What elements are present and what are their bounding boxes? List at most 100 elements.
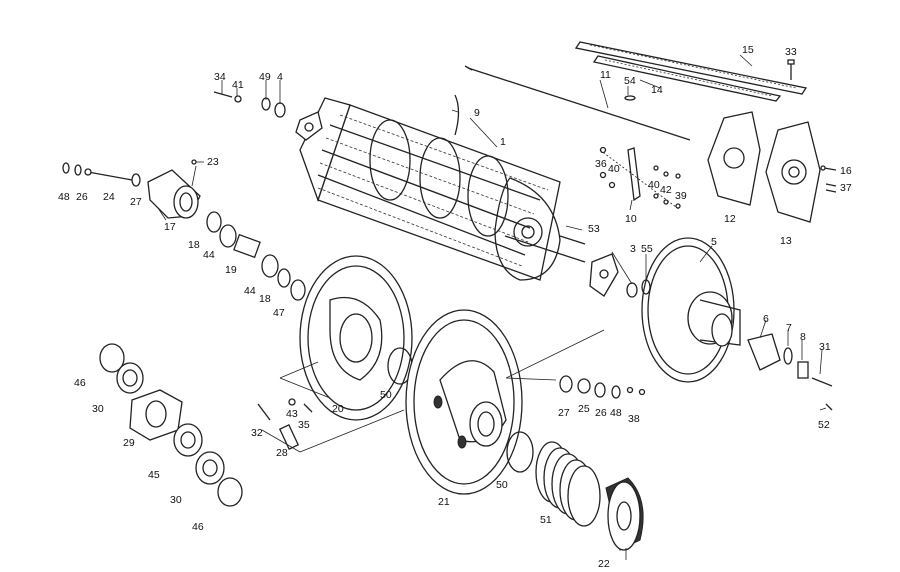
part-washer-49-4 [261,97,286,118]
label-10: 10 [625,213,637,225]
label-26a: 26 [76,191,88,203]
part-plate-13 [765,121,821,223]
label-21: 21 [438,496,450,508]
part-pin-23 [191,159,197,165]
part-drum-1 [299,97,586,281]
label-13: 13 [780,235,792,247]
part-cylinder-22 [605,477,644,551]
label-36: 36 [595,158,607,170]
label-48a: 48 [58,191,70,203]
label-26b: 26 [595,407,607,419]
label-42: 42 [660,184,672,196]
callout-labels: 1 3 4 5 6 7 8 9 10 11 12 13 14 15 16 17 … [58,44,852,570]
label-17: 17 [164,221,176,233]
label-1: 1 [500,136,506,148]
part-strip-14 [592,55,782,102]
part-spring-51 [535,441,601,527]
label-46a: 46 [74,377,86,389]
label-18b: 18 [259,293,271,305]
label-9: 9 [474,107,480,119]
label-27a: 27 [130,196,142,208]
part-bolt-34-41 [213,91,242,103]
label-40a: 40 [608,163,620,175]
label-50a: 50 [380,389,392,401]
label-3: 3 [630,243,636,255]
part-hardware-36-42 [599,146,681,211]
part-washer-3 [626,282,638,298]
label-32: 32 [251,427,263,439]
label-11: 11 [600,69,611,81]
part-bolt-33 [787,59,795,80]
label-16: 16 [840,165,852,177]
part-sleeve-28 [278,424,300,450]
part-rod-11 [464,65,691,141]
label-29: 29 [123,437,135,449]
label-20: 20 [332,403,344,415]
part-spider-left [295,111,323,141]
part-plate-12 [707,111,761,206]
part-bearing-stack-18-47 [206,211,306,301]
label-39: 39 [675,190,687,202]
label-44b: 44 [244,285,256,297]
part-washer-7 [783,347,793,365]
label-45: 45 [148,469,160,481]
label-33: 33 [785,46,797,58]
part-disc-20 [299,255,413,421]
part-pin-53 [559,235,586,245]
part-ring-50-lower [506,431,534,473]
part-bearing-45 [173,423,203,457]
part-seal-30-lower [195,451,225,485]
label-8: 8 [800,331,806,343]
part-plate-8 [797,361,809,379]
label-27b: 27 [558,407,570,419]
label-51: 51 [540,514,552,526]
part-small-stack-25-38 [559,375,646,399]
part-bolt-16 [820,165,837,171]
label-34: 34 [214,71,226,83]
part-bolt-32 [257,403,271,421]
part-circlip-46-lower [217,477,243,507]
label-4: 4 [277,71,283,83]
part-spider-right [589,253,619,297]
part-sleeve-6 [747,333,781,371]
part-circlip-46-upper [99,343,125,373]
label-14: 14 [651,84,663,96]
label-46b: 46 [192,521,204,533]
label-37: 37 [840,182,852,194]
label-30b: 30 [170,494,182,506]
label-15: 15 [742,44,754,56]
label-53: 53 [588,223,600,235]
label-52: 52 [818,419,830,431]
label-6: 6 [763,313,769,325]
label-44a: 44 [203,249,215,261]
label-40b: 40 [648,179,660,191]
label-54: 54 [624,75,636,87]
label-22: 22 [598,558,610,570]
part-bolt-52 [825,403,833,411]
label-38: 38 [628,413,640,425]
label-43: 43 [286,408,298,420]
label-7: 7 [786,322,792,334]
label-47: 47 [273,307,285,319]
part-pulley-5 [641,237,741,383]
label-35: 35 [298,419,310,431]
part-strip-15 [574,41,808,95]
label-31: 31 [819,341,831,353]
leader-lines [157,54,827,560]
part-clip-27 [131,173,141,187]
part-pin-48-26 [62,162,82,176]
label-25: 25 [578,403,590,415]
label-12: 12 [724,213,736,225]
part-bar-10 [627,147,641,202]
label-48b: 48 [610,407,622,419]
part-bracket-9 [454,94,460,136]
part-housing-17 [147,169,201,219]
label-50b: 50 [496,479,508,491]
label-55: 55 [641,243,653,255]
label-30a: 30 [92,403,104,415]
label-49: 49 [259,71,271,83]
label-28: 28 [276,447,288,459]
label-24: 24 [103,191,115,203]
